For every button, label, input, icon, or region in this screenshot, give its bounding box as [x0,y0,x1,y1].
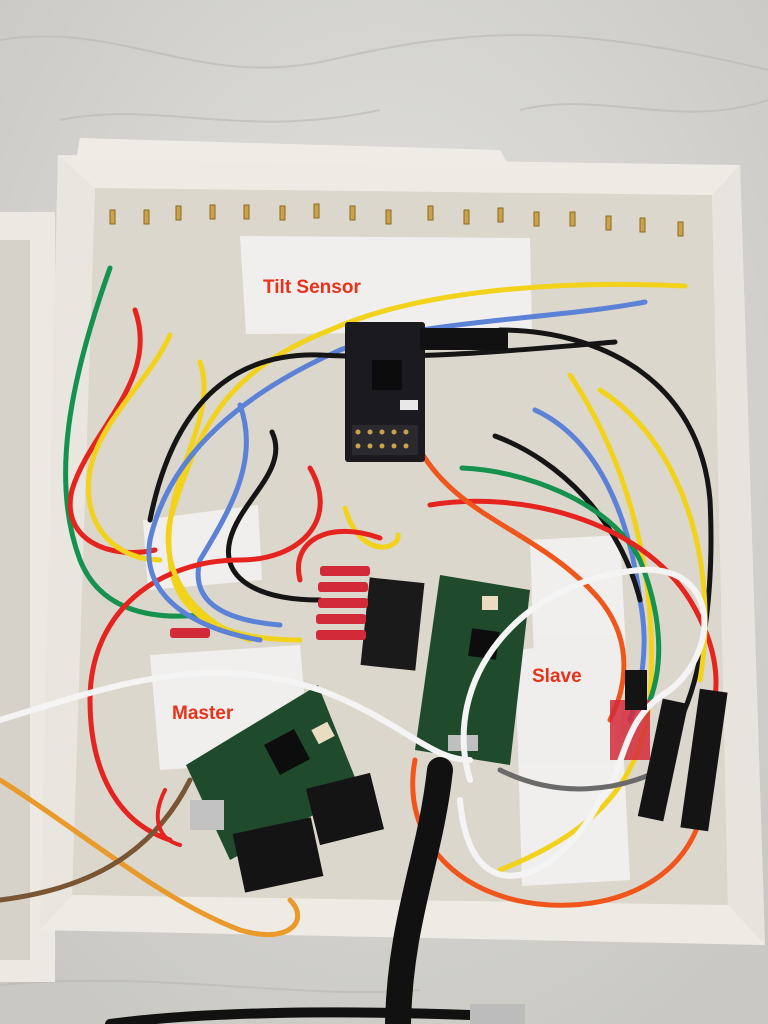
marble-veins [0,34,768,994]
wire-white [0,670,473,763]
wire-black-mid [226,429,323,603]
wire-yellow-short [342,505,401,550]
wire-black-right [497,327,714,723]
wire-green-right [459,465,662,703]
wire-red-short [296,528,383,583]
header-pin-row [109,203,684,237]
wire-orange-master [0,777,301,937]
wire-blue-top [146,299,648,643]
tilt-sensor-label: Tilt Sensor [263,277,361,298]
tilt-sensor-board [345,322,508,462]
wire-blue-left [195,402,283,628]
usb-cable-bottom [105,1007,475,1024]
wire-red-left [67,307,158,555]
wire-green-left [63,265,203,619]
master-label: Master [172,703,234,724]
right-header-connectors [625,670,728,832]
usb-plug [470,1004,525,1024]
wire-orange-sensor [417,447,627,723]
wire-red-mid [87,465,323,843]
wire-yellow-top [165,281,688,643]
slave-label: Slave [532,666,582,687]
usb-cable [385,757,453,1024]
wire-grey [497,767,663,792]
wire-white-right [457,566,708,879]
wire-black-top [147,339,618,523]
front-cables [0,566,708,1024]
wire-yellow-left [86,332,173,563]
master-board [186,685,385,893]
wire-brown [0,777,193,903]
wire-red-master [155,788,182,847]
